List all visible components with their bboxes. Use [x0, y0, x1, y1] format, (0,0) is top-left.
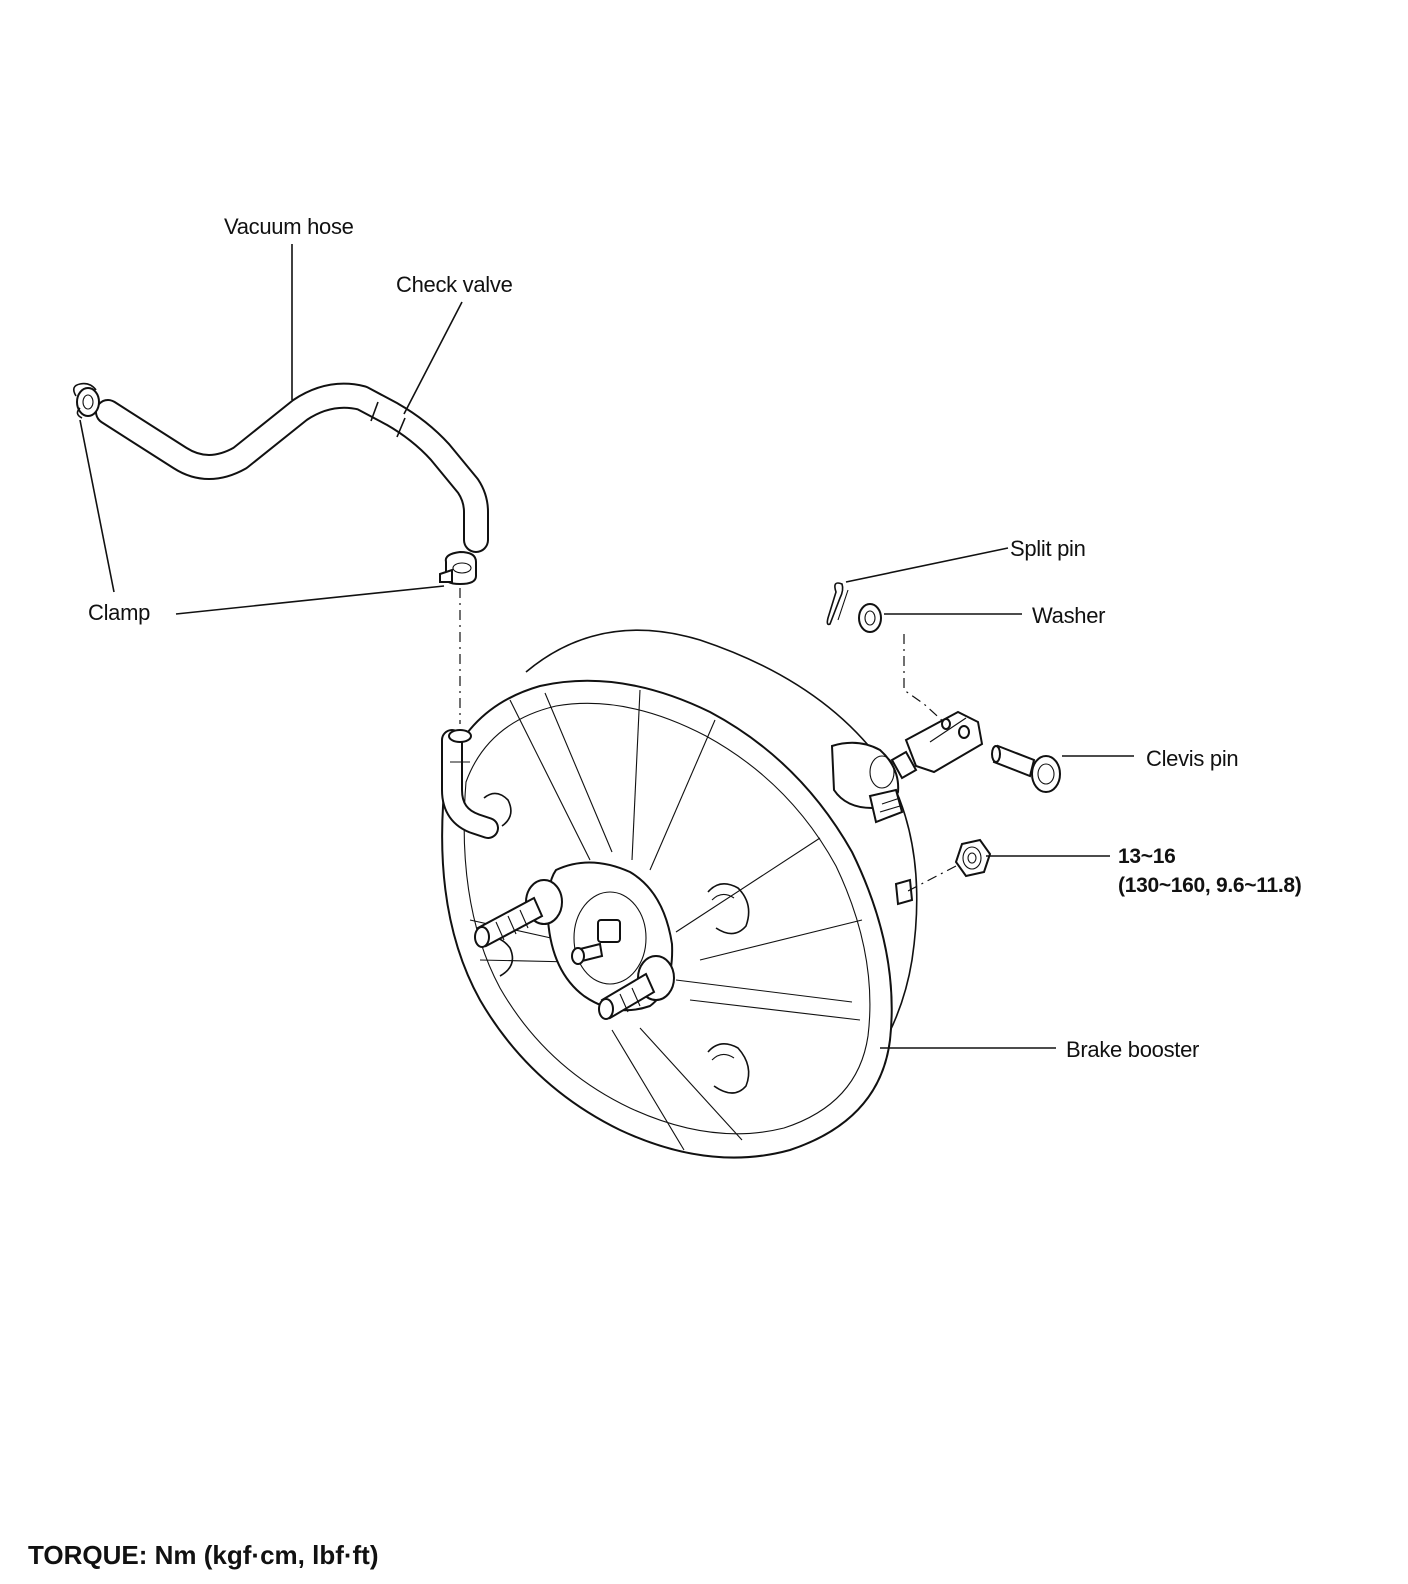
- nut: [954, 838, 992, 878]
- vacuum-hose: [95, 382, 489, 553]
- washer-label: Washer: [1032, 603, 1106, 628]
- check-valve-label: Check valve: [396, 272, 513, 297]
- clamp-left: [72, 382, 100, 419]
- booster-rear-boss: [830, 741, 914, 906]
- vacuum-hose-label: Vacuum hose: [224, 214, 354, 239]
- split-pin-part: [826, 582, 849, 626]
- booster-vacuum-fitting: [441, 729, 499, 839]
- split-pin-label: Split pin: [1010, 536, 1086, 561]
- clamp-label: Clamp: [88, 600, 151, 625]
- check-valve: [370, 401, 406, 438]
- clamp-right: [439, 550, 477, 586]
- torque-units-footer: TORQUE: Nm (kgf·cm, lbf·ft): [28, 1540, 379, 1570]
- mounting-stud-lower: [598, 955, 675, 1020]
- washer-part: [858, 603, 882, 633]
- clevis-pin-label: Clevis pin: [1146, 746, 1239, 771]
- clevis: [890, 710, 984, 780]
- clevis-pin-part: [991, 744, 1061, 793]
- brake-booster-label: Brake booster: [1066, 1037, 1200, 1062]
- torque-value-label: 13~16: [1118, 845, 1176, 868]
- leader-lines: [79, 244, 1134, 1049]
- mounting-stud-upper: [474, 879, 563, 948]
- torque-value-detail: (130~160, 9.6~11.8): [1118, 874, 1302, 897]
- booster-body: [441, 629, 918, 1159]
